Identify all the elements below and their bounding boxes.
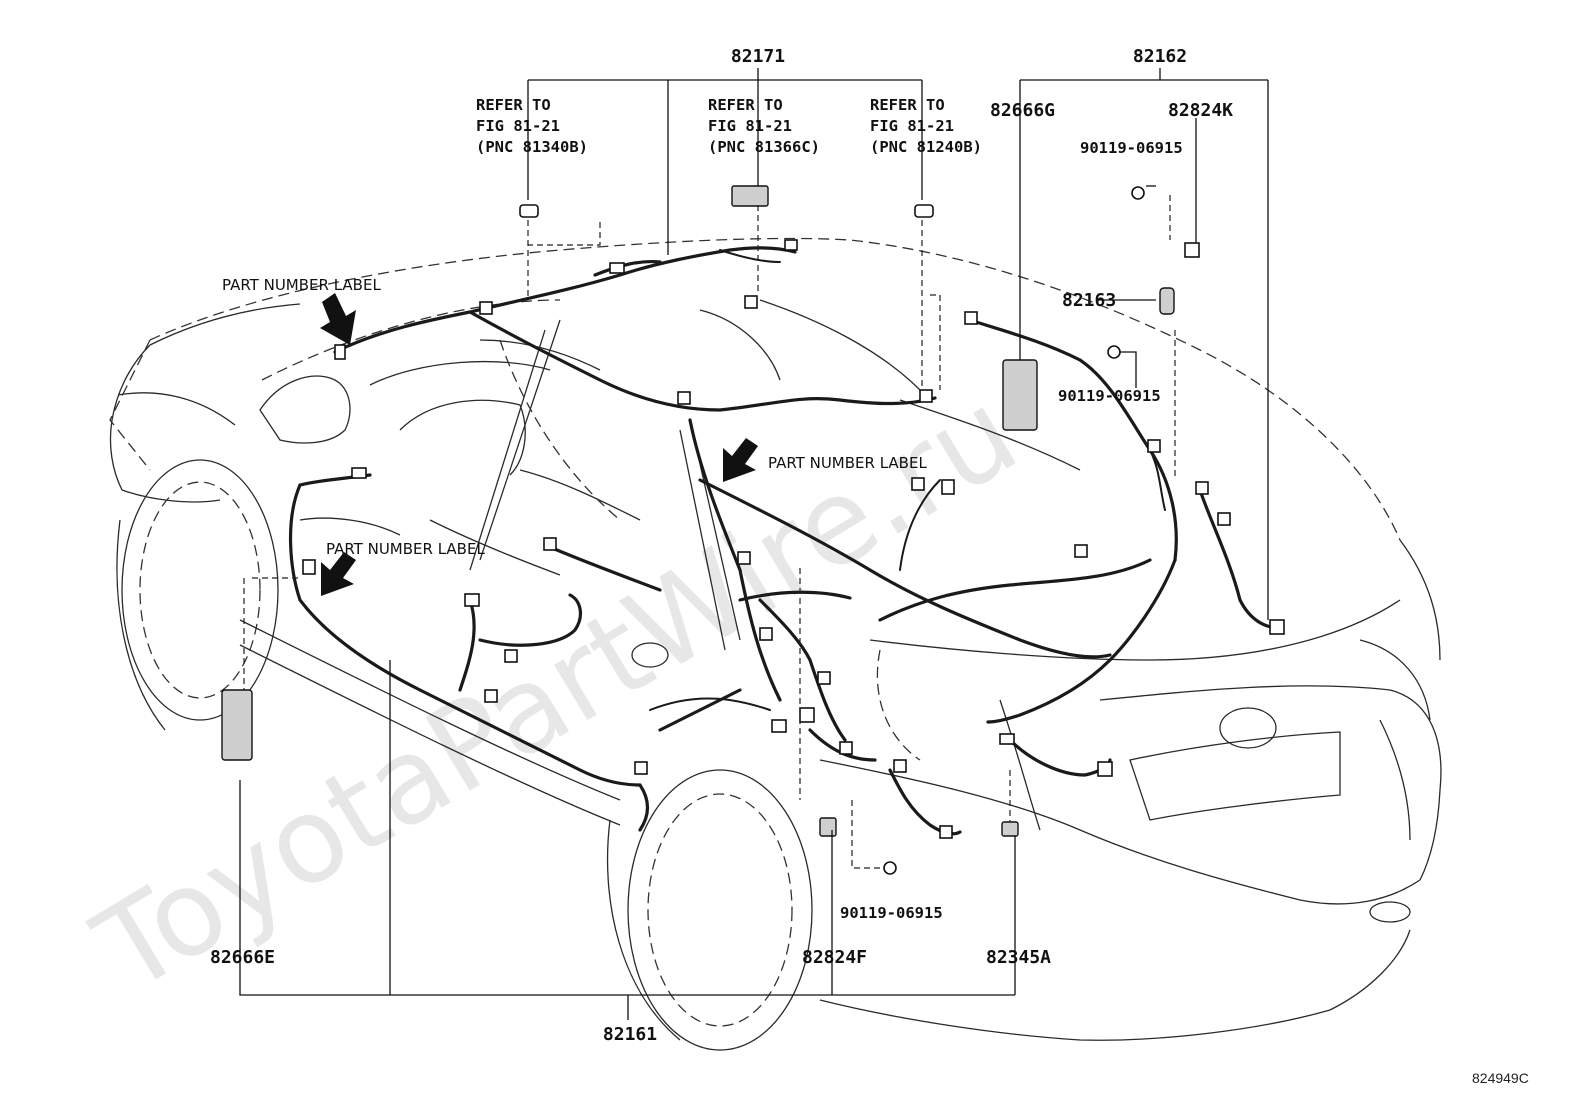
refer-notes: REFER TO FIG 81-21 (PNC 81340B) REFER TO… [476,96,982,156]
part-82345A: 82345A [986,947,1051,968]
arrow-3 [321,552,356,596]
car-body-outline [109,237,1442,1051]
part-90119-top: 90119-06915 [1080,139,1183,157]
part-82163: 82163 [1062,290,1116,311]
refer-note-3-line1: REFER TO [870,96,945,114]
part-82666G: 82666G [990,100,1055,121]
arrow-1 [320,293,356,345]
figure-code: 824949C [1472,1070,1529,1086]
part-90119-bottom: 90119-06915 [840,904,943,922]
part-82171: 82171 [731,46,785,67]
part-number-label-2: PART NUMBER LABEL [768,454,927,472]
part-82161: 82161 [603,1024,657,1045]
wire-harness-82161-floor [288,418,1112,836]
arrow-2 [723,438,758,482]
part-number-label-3: PART NUMBER LABEL [326,540,485,558]
part-90119-mid: 90119-06915 [1058,387,1161,405]
part-82824F: 82824F [802,947,867,968]
part-number-labels: 82171 82162 82666G 82824K 90119-06915 82… [210,46,1233,1045]
part-82162: 82162 [1133,46,1187,67]
refer-note-1-line3: (PNC 81340B) [476,138,588,156]
refer-note-3-line2: FIG 81-21 [870,117,954,135]
refer-note-1-line1: REFER TO [476,96,551,114]
part-number-label-captions: PART NUMBER LABEL PART NUMBER LABEL PART… [222,276,927,558]
refer-note-2-line2: FIG 81-21 [708,117,792,135]
part-number-label-arrows [320,293,758,596]
part-number-label-1: PART NUMBER LABEL [222,276,381,294]
refer-note-2-line1: REFER TO [708,96,783,114]
refer-note-2-line3: (PNC 81366C) [708,138,820,156]
refer-note-3-line3: (PNC 81240B) [870,138,982,156]
leader-lines [239,68,1269,1020]
refer-note-1-line2: FIG 81-21 [476,117,560,135]
connectors [221,185,1285,875]
wire-harness-82162-trunk [878,318,1282,777]
wire-harness-82171-roof [333,246,937,412]
part-82824K: 82824K [1168,100,1233,121]
part-82666E: 82666E [210,947,275,968]
